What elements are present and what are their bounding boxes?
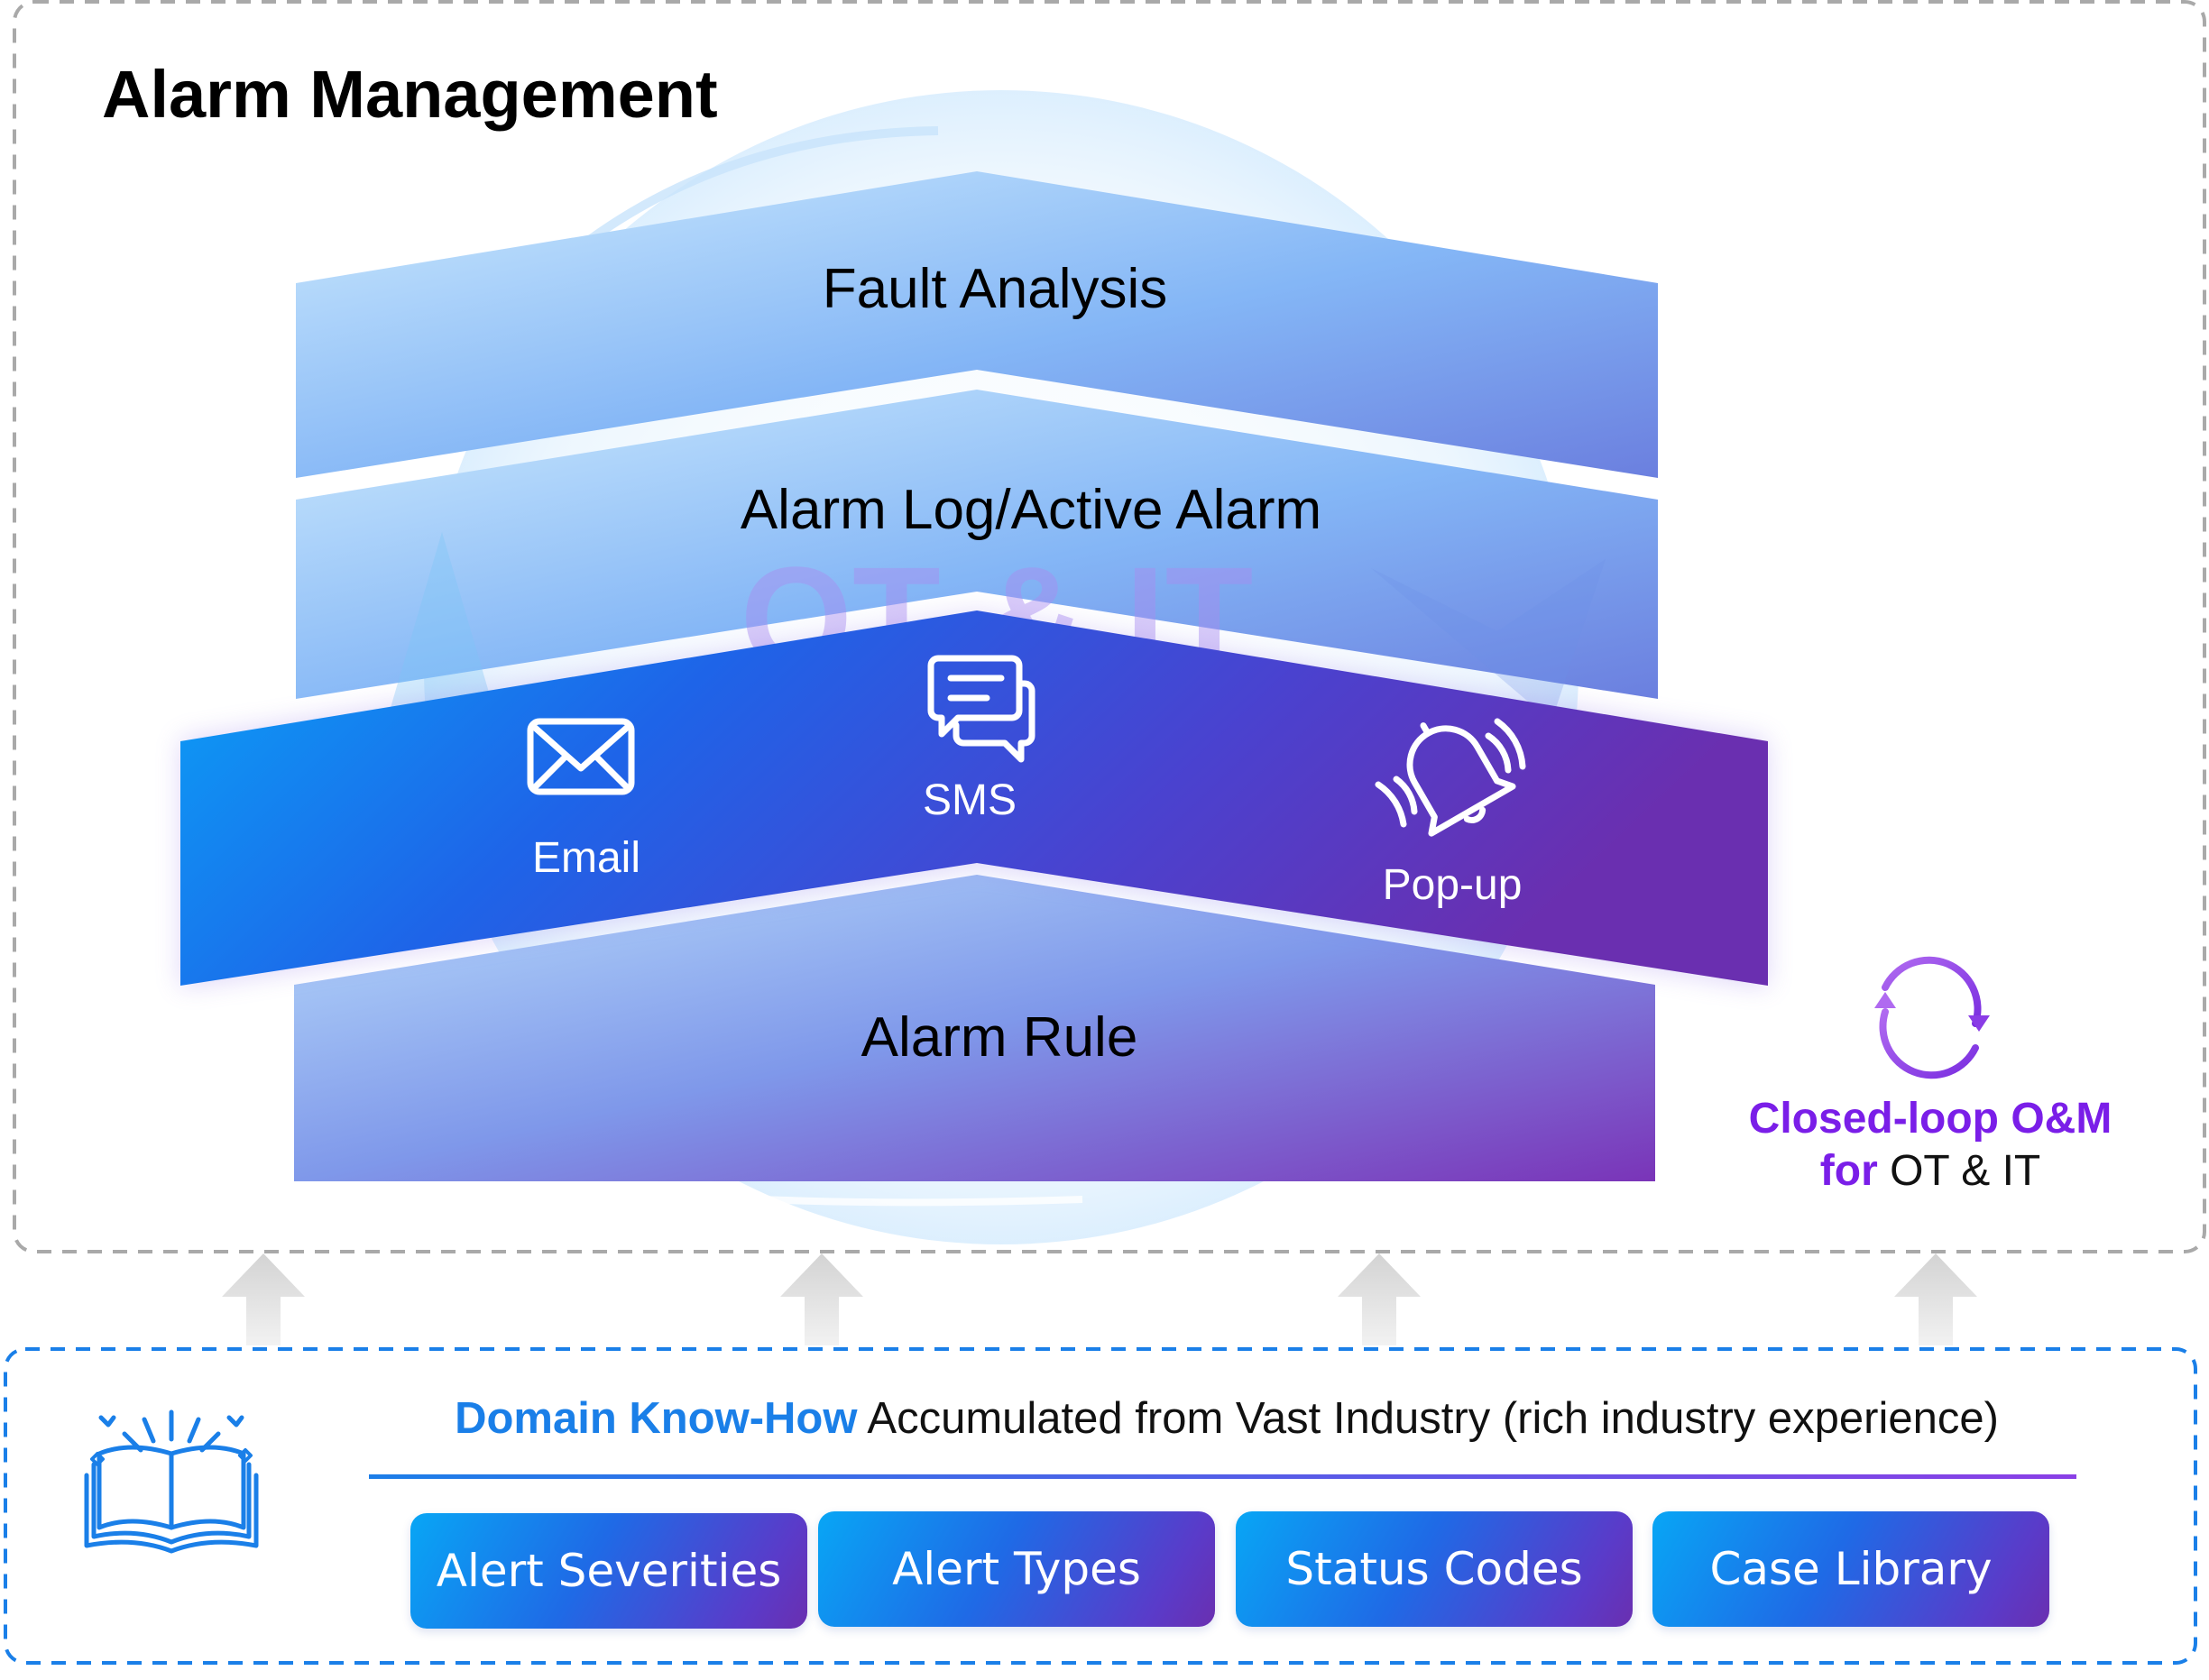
up-arrow-icon	[222, 1253, 305, 1345]
watermark-arrow-down-icon	[1371, 559, 1606, 721]
alarm-rule-label: Alarm Rule	[861, 1006, 1138, 1069]
up-arrow-icon	[780, 1253, 863, 1345]
alarm-log-label: Alarm Log/Active Alarm	[740, 479, 1322, 541]
closed-loop-subtitle: for OT & IT	[1696, 1145, 2165, 1198]
domain-knowhow-frame	[4, 1347, 2197, 1665]
up-arrow-icon	[1338, 1253, 1421, 1345]
alarm-management-frame	[13, 0, 2206, 1253]
knowledge-item-case-library: Case Library	[1652, 1511, 2049, 1627]
closed-loop-for: for	[1819, 1147, 1878, 1195]
bell-icon	[1375, 718, 1526, 837]
closed-loop-scope: OT & IT	[1877, 1147, 2041, 1195]
popup-label: Pop-up	[1382, 861, 1523, 909]
upward-arrows	[222, 1253, 1977, 1345]
email-label: Email	[531, 834, 641, 882]
alarm-log-layer	[296, 390, 1658, 699]
email-icon	[527, 718, 635, 795]
closed-loop-icon	[1874, 956, 1990, 1079]
alarm-rule-layer	[294, 875, 1655, 1181]
fault-analysis-layer	[296, 171, 1658, 478]
book-icon	[84, 1409, 259, 1554]
domain-knowhow-text: Accumulated from Vast Industry (rich ind…	[857, 1394, 1999, 1443]
knowledge-item-status-codes: Status Codes	[1236, 1511, 1633, 1627]
sms-label: SMS	[922, 776, 1017, 824]
domain-divider	[369, 1474, 2076, 1479]
closed-loop-title: Closed-loop O&M	[1748, 1095, 2112, 1143]
notification-band	[180, 610, 1768, 986]
closed-loop-caption: Closed-loop O&M for OT & IT	[1696, 1093, 2165, 1198]
domain-knowhow-heading: Domain Know-How Accumulated from Vast In…	[361, 1393, 2093, 1444]
domain-knowhow-highlight: Domain Know-How	[455, 1394, 858, 1443]
up-arrow-icon	[1894, 1253, 1977, 1345]
knowledge-item-alert-types: Alert Types	[818, 1511, 1215, 1627]
sms-icon	[927, 655, 1035, 763]
background-arc-lower	[630, 1187, 1083, 1207]
fault-analysis-label: Fault Analysis	[822, 258, 1168, 320]
page-title: Alarm Management	[102, 57, 718, 132]
knowledge-item-alert-severities: Alert Severities	[410, 1513, 807, 1629]
